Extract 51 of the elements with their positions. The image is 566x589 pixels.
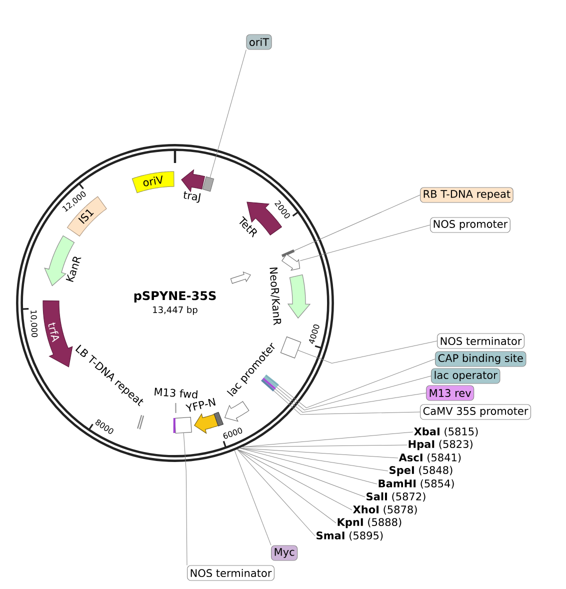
feature-block: trfA (42, 300, 73, 368)
label-box: NOS promoter (430, 217, 510, 233)
leader-line (210, 50, 246, 178)
leader-line (183, 432, 188, 566)
label-box: NOS terminator (437, 333, 525, 349)
label-box: NOS terminator (187, 565, 275, 581)
label-box: M13 rev (426, 385, 474, 401)
leader-line (274, 388, 426, 413)
feature-label: KanR (66, 256, 82, 282)
feature-box (202, 176, 214, 192)
feature-label: traJ (184, 191, 201, 203)
leader-line (236, 449, 316, 536)
leader-line (239, 448, 378, 484)
leader-line (294, 194, 420, 251)
label-box: Myc (271, 545, 298, 561)
label-box: CAP binding site (435, 351, 526, 367)
tick-label: 6000 (223, 428, 242, 439)
leader-line (300, 224, 430, 261)
feature-box: oriV (132, 171, 174, 194)
label-box: CaMV 35S promoter (420, 404, 532, 420)
feature-label: NeoR/KanR (270, 267, 282, 326)
leader-line (234, 450, 272, 546)
site-label: XhoI (5878) (353, 505, 417, 515)
feature-label: M13 fwd (154, 388, 198, 398)
feature-bar (282, 249, 295, 258)
label-box: oriT (246, 34, 272, 50)
label-box: RB T-DNA repeat (420, 187, 514, 203)
site-label: SalI (5872) (366, 492, 426, 502)
tick-label: 4000 (309, 324, 320, 344)
label-box: lac operator (431, 368, 500, 384)
site-label: HpaI (5823) (408, 440, 472, 450)
feature-label: YFP-N (185, 398, 216, 412)
site-label: XbaI (5815) (414, 427, 478, 437)
feature-box (280, 336, 302, 358)
leader-line (236, 449, 352, 510)
site-label: SmaI (5895) (316, 531, 383, 541)
site-label: AscI (5841) (398, 453, 461, 463)
leader-line (242, 444, 408, 448)
feature-box (174, 416, 192, 434)
leader-line (298, 340, 438, 364)
leader-line (239, 448, 388, 472)
feature-block (230, 271, 251, 284)
leader-line (236, 449, 366, 498)
site-label: SpeI (5848) (390, 466, 452, 476)
leader-line (236, 449, 336, 524)
site-label: BamHI (5854) (378, 479, 454, 489)
leader-line (276, 376, 432, 410)
leader-line (278, 358, 436, 408)
site-label: KpnI (5888) (338, 518, 402, 528)
leader-line (273, 390, 420, 415)
feature-block (282, 254, 300, 271)
